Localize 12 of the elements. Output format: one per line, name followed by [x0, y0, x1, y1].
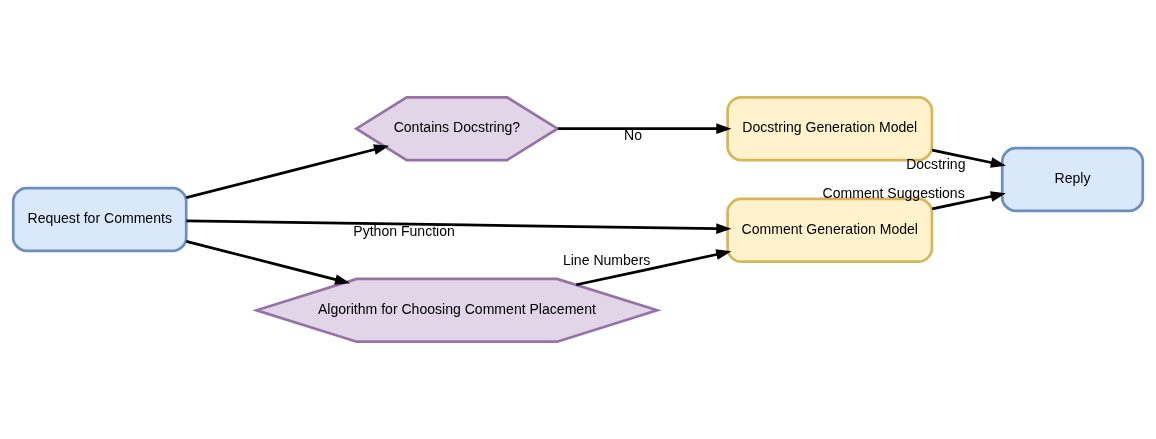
- arrow: [185, 144, 390, 199]
- arrow: [931, 191, 1006, 211]
- arrow: [557, 123, 732, 134]
- node-box: Request for Comments: [11, 186, 188, 253]
- arrow: [931, 148, 1006, 168]
- edge-label: Line Numbers: [562, 251, 651, 268]
- arrow: [186, 219, 732, 234]
- edge-label: Python Function: [353, 223, 455, 240]
- arrow: [576, 249, 732, 287]
- edge-label: No: [624, 126, 643, 143]
- node-box: Reply: [1000, 146, 1145, 213]
- arrow: [185, 240, 351, 285]
